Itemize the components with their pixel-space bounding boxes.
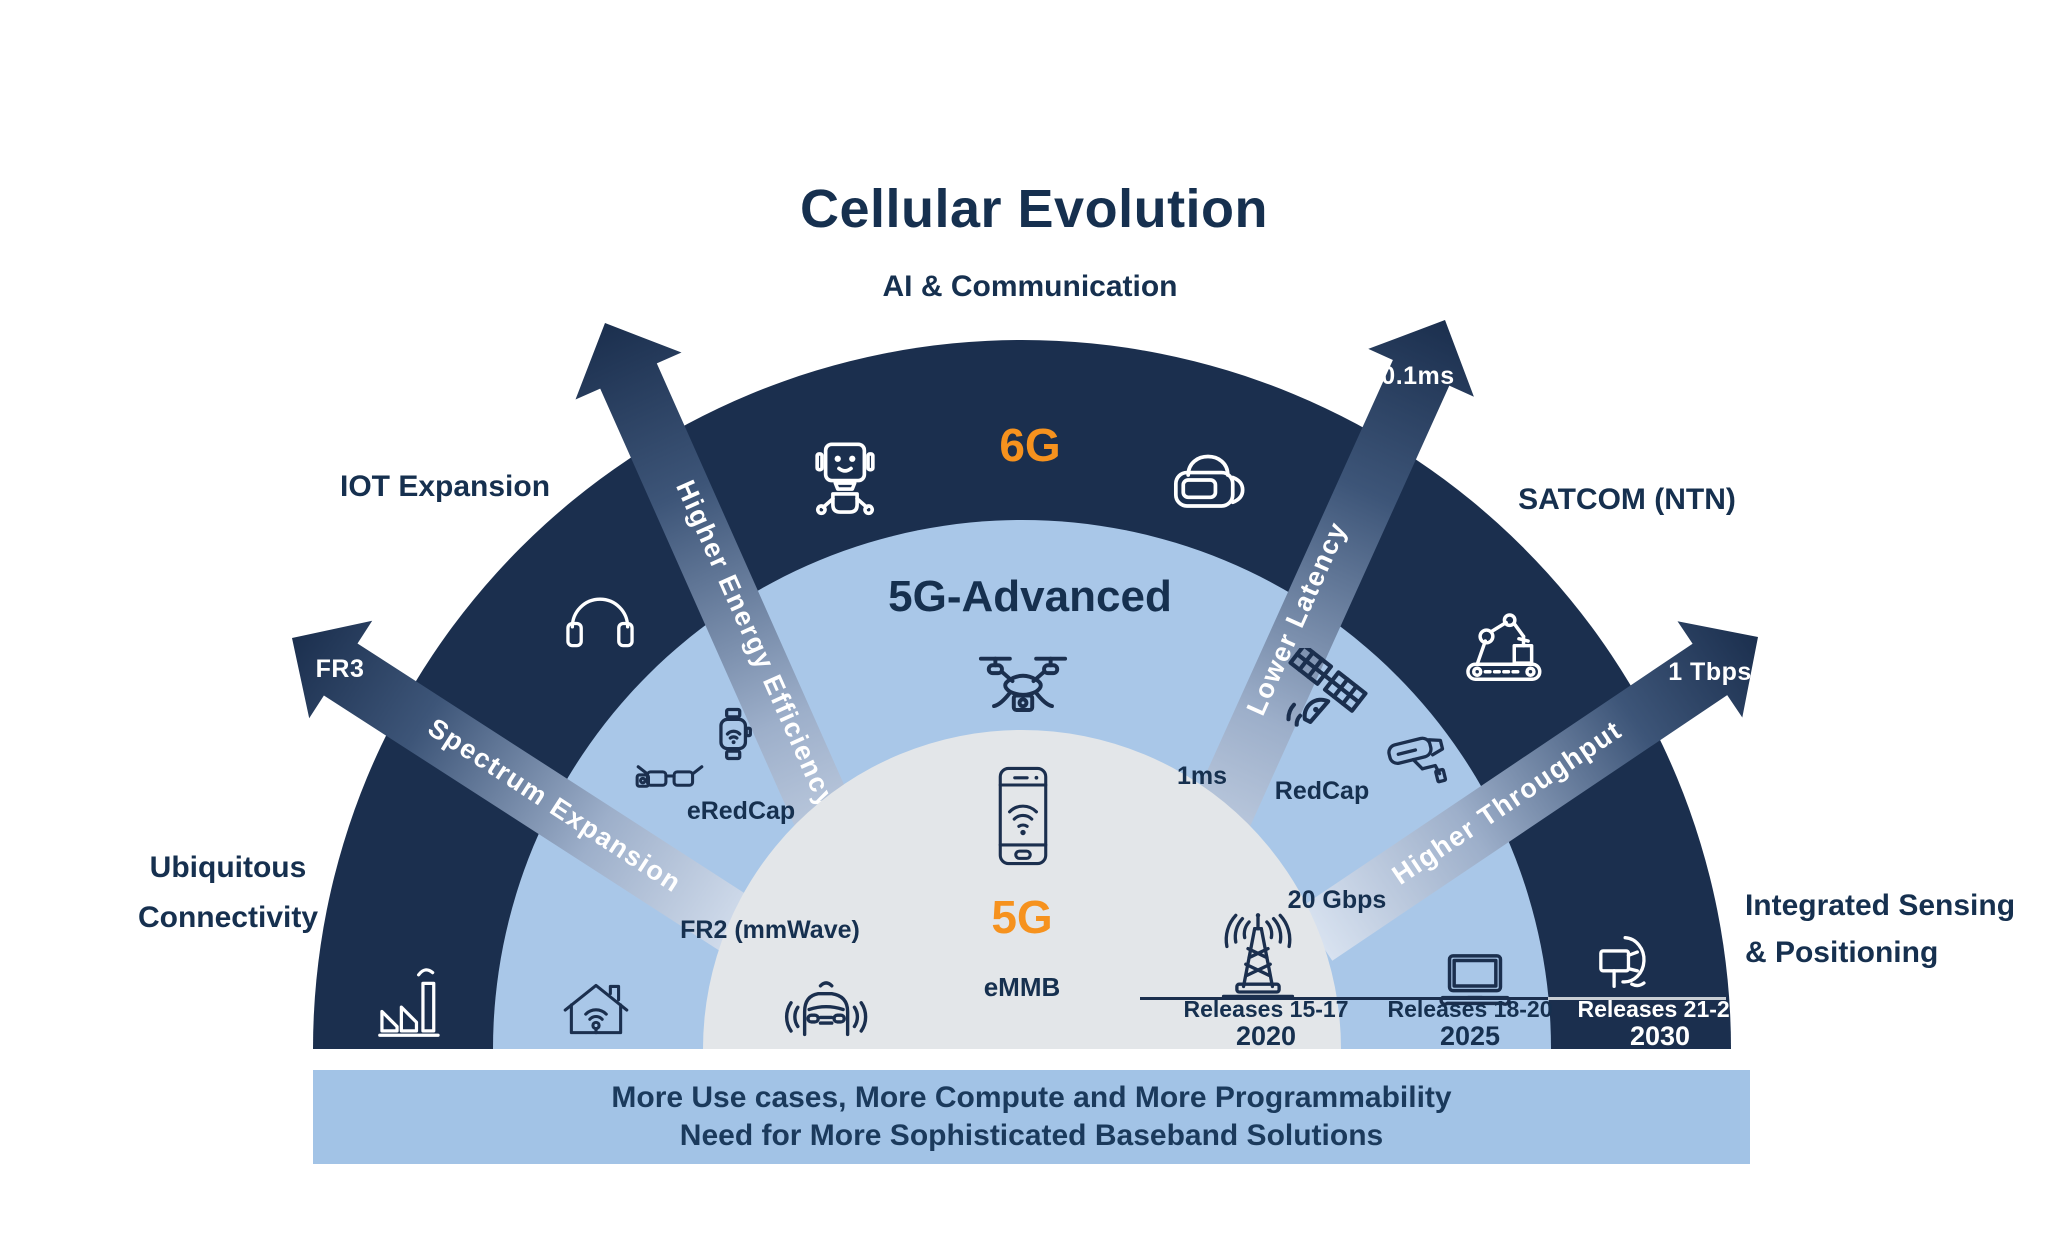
robot-icon bbox=[799, 437, 891, 529]
factory-icon bbox=[369, 964, 451, 1046]
footer-banner: More Use cases, More Compute and More Pr… bbox=[313, 1070, 1750, 1164]
timeline-releases-18-20: Releases 18-20 bbox=[1387, 996, 1553, 1022]
lower-latency-arrow bbox=[1138, 320, 1474, 948]
car-icon bbox=[782, 962, 868, 1048]
label-iot-expansion: IOT Expansion bbox=[339, 470, 551, 503]
robotic-arm-icon bbox=[1461, 604, 1549, 692]
higher-throughput-arrow bbox=[1297, 621, 1758, 961]
label-5g-advanced: 5G-Advanced bbox=[888, 572, 1172, 621]
smart-glasses-icon bbox=[631, 737, 709, 815]
page-title: Cellular Evolution bbox=[799, 179, 1269, 239]
label-satcom-ntn: SATCOM (NTN) bbox=[1518, 483, 1736, 516]
banner-line1: More Use cases, More Compute and More Pr… bbox=[611, 1081, 1452, 1114]
laptop-icon bbox=[1431, 942, 1519, 1030]
smart-home-icon bbox=[557, 969, 635, 1047]
label-emmb: eMMB bbox=[983, 972, 1061, 1002]
banner-line2: Need for More Sophisticated Baseband Sol… bbox=[679, 1119, 1384, 1152]
label-connectivity: Connectivity bbox=[137, 901, 319, 934]
vr-person-icon bbox=[1592, 920, 1676, 1004]
timeline-year-2020: 2020 bbox=[1235, 1021, 1297, 1051]
drone-icon bbox=[973, 635, 1073, 735]
label-redcap: RedCap bbox=[1274, 777, 1370, 805]
timeline-releases-21-22: Releases 21-22 bbox=[1577, 996, 1743, 1022]
label-ubiquitous: Ubiquitous bbox=[149, 851, 307, 884]
latency-tip-label: 0.1ms bbox=[1381, 362, 1454, 390]
throughput-tip-label: 1 Tbps bbox=[1668, 658, 1752, 686]
security-camera-icon bbox=[1378, 708, 1462, 792]
label-6g: 6G bbox=[999, 419, 1061, 471]
label-fr2-mmwave: FR2 (mmWave) bbox=[680, 916, 860, 944]
timeline-year-2025: 2025 bbox=[1439, 1021, 1501, 1051]
spectrum-expansion-arrow bbox=[292, 620, 777, 966]
label-ai-communication: AI & Communication bbox=[882, 270, 1178, 303]
cell-tower-icon bbox=[1208, 902, 1308, 1002]
label-20gbps: 20 Gbps bbox=[1287, 886, 1387, 914]
timeline-axis bbox=[1140, 997, 1548, 1000]
smartwatch-icon bbox=[703, 703, 765, 765]
vr-headset-icon bbox=[1161, 433, 1255, 527]
label-and-positioning: & Positioning bbox=[1744, 936, 1939, 969]
timeline-releases-15-17: Releases 15-17 bbox=[1183, 996, 1349, 1022]
satellite-icon bbox=[1283, 648, 1387, 752]
label-1ms: 1ms bbox=[1176, 762, 1228, 790]
fr3-tip-label: FR3 bbox=[316, 655, 365, 683]
label-eredcap: eRedCap bbox=[686, 797, 796, 825]
smartphone-icon bbox=[992, 764, 1054, 868]
headphones-icon bbox=[558, 576, 642, 660]
label-ubiquitous-connectivity: Ubiquitous Connectivity bbox=[138, 843, 318, 943]
higher-energy-efficiency-arrow bbox=[575, 323, 906, 948]
label-5g: 5G bbox=[991, 891, 1053, 943]
timeline-axis-dark-segment bbox=[1548, 997, 1726, 1000]
label-integrated-sensing-positioning: Integrated Sensing & Positioning bbox=[1745, 882, 2015, 976]
label-integrated-sensing: Integrated Sensing bbox=[1744, 889, 2016, 922]
timeline-year-2030: 2030 bbox=[1629, 1021, 1691, 1051]
